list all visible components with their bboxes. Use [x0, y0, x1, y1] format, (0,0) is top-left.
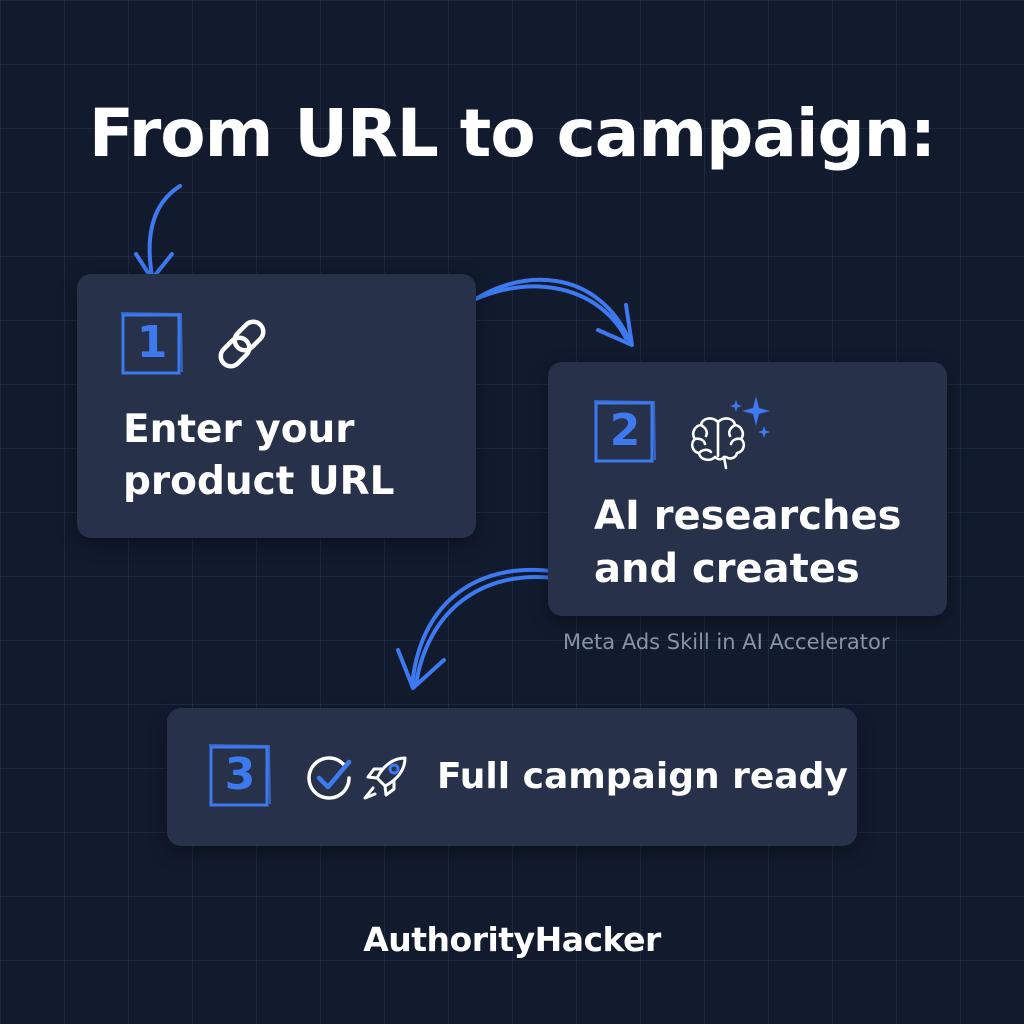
- step-2-number: 2: [609, 405, 641, 456]
- link-icon: [218, 319, 266, 369]
- check-circle-icon: [307, 756, 352, 800]
- step-1-number: 1: [136, 317, 168, 368]
- arrow-to-step-1: [147, 184, 182, 278]
- step-3-card: 3 Full campaign ready: [167, 708, 857, 846]
- step-2-label: AI researches and creates: [594, 493, 902, 592]
- step-2-number-badge: 2: [592, 398, 658, 464]
- skill-caption: Meta Ads Skill in AI Accelerator: [563, 630, 890, 654]
- rocket-icon: [363, 756, 407, 800]
- step-3-label: Full campaign ready: [437, 756, 848, 797]
- brain-icon: [690, 417, 746, 470]
- sparkle-icon: [730, 396, 770, 438]
- arrow-step-1-to-step-2: [458, 277, 632, 344]
- step-1-number-badge: 1: [119, 310, 185, 376]
- page-title: From URL to campaign:: [88, 95, 936, 172]
- step-2-card: 2 AI researches and creates: [548, 362, 947, 616]
- arrow-step-2-to-step-3: [410, 567, 560, 688]
- step-3-number: 3: [224, 749, 256, 800]
- step-3-number-badge: 3: [207, 742, 273, 808]
- step-1-label: Enter your product URL: [123, 407, 395, 504]
- brand-logo: AuthorityHacker: [363, 920, 661, 959]
- step-1-card: 1 Enter your product URL: [77, 274, 476, 538]
